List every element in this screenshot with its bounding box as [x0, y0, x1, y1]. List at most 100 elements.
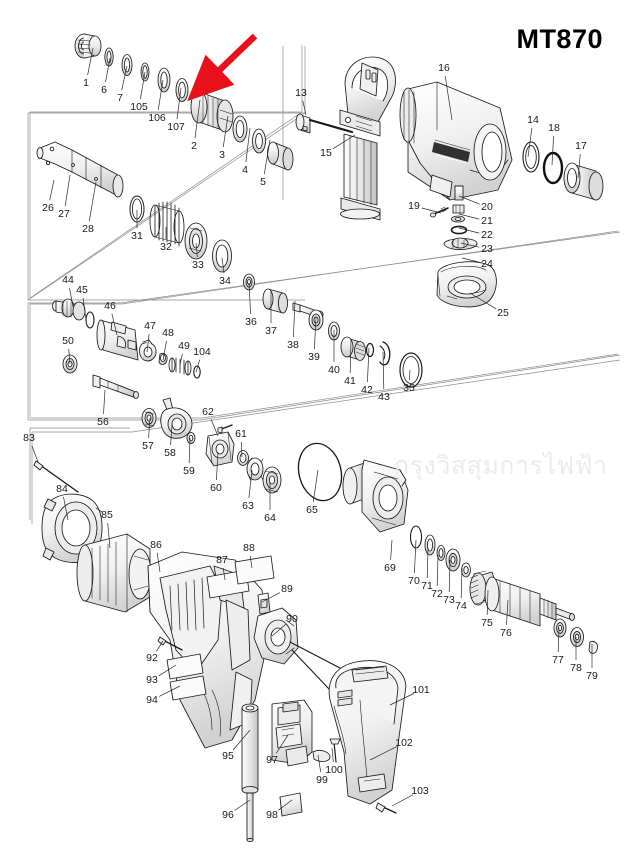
part-33-clutch-ring: [184, 222, 208, 260]
leader-line-92: [156, 640, 164, 652]
part-22-washer: [451, 215, 465, 223]
part-number-58: 58: [164, 446, 176, 459]
part-number-63: 63: [242, 499, 254, 512]
leader-line-39: [314, 316, 317, 350]
part-21-collar: [452, 204, 465, 214]
leader-line-26: [49, 179, 55, 201]
part-102-grip-handle: [328, 660, 407, 805]
leader-line-71: [426, 547, 429, 579]
part-number-46: 46: [104, 299, 116, 312]
part-44-coupler: [52, 298, 86, 321]
part-34-ring: [212, 239, 232, 273]
part-number-99: 99: [316, 773, 328, 786]
leader-line-101: [389, 693, 414, 706]
part-41-gear: [340, 336, 366, 361]
leader-line-65: [312, 469, 319, 503]
part-number-74: 74: [455, 599, 467, 612]
leader-line-98: [278, 799, 293, 811]
leader-line-69: [390, 539, 393, 561]
part-28-spindle: [36, 141, 124, 198]
part-number-86: 86: [150, 538, 162, 551]
part-number-6: 6: [101, 83, 107, 96]
red-arrow: [187, 33, 258, 102]
part-number-27: 27: [58, 207, 70, 220]
part-number-69: 69: [384, 561, 396, 574]
leader-line-93: [158, 664, 177, 677]
part-number-50: 50: [62, 334, 74, 347]
leader-line-45: [82, 297, 87, 321]
part-number-25: 25: [497, 306, 509, 319]
part-number-88: 88: [243, 541, 255, 554]
leader-line-50: [68, 348, 71, 365]
part-71-washer: [424, 534, 436, 556]
part-number-84: 84: [56, 482, 68, 495]
part-number-24: 24: [481, 257, 493, 270]
page-title: MT870: [516, 24, 603, 54]
leader-line-38: [293, 300, 296, 338]
part-number-3: 3: [219, 148, 225, 161]
part-62-screw: [217, 424, 233, 434]
leader-line-14: [527, 127, 533, 158]
part-number-14: 14: [527, 113, 539, 126]
leader-line-16: [444, 75, 453, 121]
part-32-spring: [149, 201, 185, 247]
leader-line-27: [64, 174, 71, 207]
part-number-65: 65: [306, 503, 318, 516]
leader-line-70: [414, 539, 417, 574]
part-number-28: 28: [82, 222, 94, 235]
part-4-ring: [252, 128, 266, 154]
leader-line-63: [248, 469, 253, 499]
leader-line-72: [436, 554, 439, 587]
part-57-bearing: [141, 408, 157, 428]
part-number-7: 7: [117, 91, 123, 104]
part-6-washer: [104, 47, 114, 67]
leader-line-7: [121, 65, 128, 91]
part-number-34: 34: [219, 274, 231, 287]
leader-line-59: [188, 437, 191, 464]
leader-line-76: [506, 599, 509, 626]
part-83-screw-long: [33, 460, 79, 493]
part-72-washer: [436, 545, 446, 561]
leader-line-94: [159, 685, 181, 697]
leader-line-33: [195, 242, 198, 258]
part-number-90: 90: [286, 612, 298, 625]
leader-line-23: [460, 242, 480, 248]
part-number-79: 79: [586, 669, 598, 682]
part-number-104: 104: [193, 345, 211, 358]
part-7-ring: [121, 54, 133, 76]
leader-line-48: [162, 340, 167, 361]
part-number-49: 49: [178, 339, 190, 352]
part-49-spring: [168, 357, 192, 376]
leader-line-60: [216, 451, 219, 481]
part-84-end-cap: [41, 493, 103, 563]
part-number-76: 76: [500, 626, 512, 639]
leader-line-57: [148, 417, 151, 439]
leader-line-96: [234, 799, 251, 811]
leader-line-19: [421, 207, 442, 214]
part-25-gear-cover: [436, 261, 497, 308]
leader-line-56: [103, 389, 106, 415]
part-number-40: 40: [328, 363, 340, 376]
part-number-18: 18: [548, 121, 560, 134]
part-63-washer-toothed: [246, 457, 264, 482]
leader-line-20: [458, 195, 480, 205]
part-20-pin: [454, 185, 464, 201]
leader-line-105: [140, 71, 146, 100]
leader-line-90: [271, 623, 287, 637]
part-number-23: 23: [481, 242, 493, 255]
part-number-21: 21: [481, 214, 493, 227]
part-97-switch: [271, 699, 313, 767]
part-number-60: 60: [210, 481, 222, 494]
part-60-holder: [205, 431, 235, 467]
part-number-19: 19: [408, 199, 420, 212]
leader-line-6: [105, 57, 111, 83]
leader-line-13: [302, 100, 307, 116]
part-number-26: 26: [42, 201, 54, 214]
part-number-41: 41: [344, 374, 356, 387]
leader-line-18: [551, 135, 554, 166]
part-number-35: 35: [403, 381, 415, 394]
part-number-16: 16: [438, 61, 450, 74]
part-number-20: 20: [481, 200, 493, 213]
part-14-oring: [522, 141, 540, 173]
part-number-77: 77: [552, 653, 564, 666]
